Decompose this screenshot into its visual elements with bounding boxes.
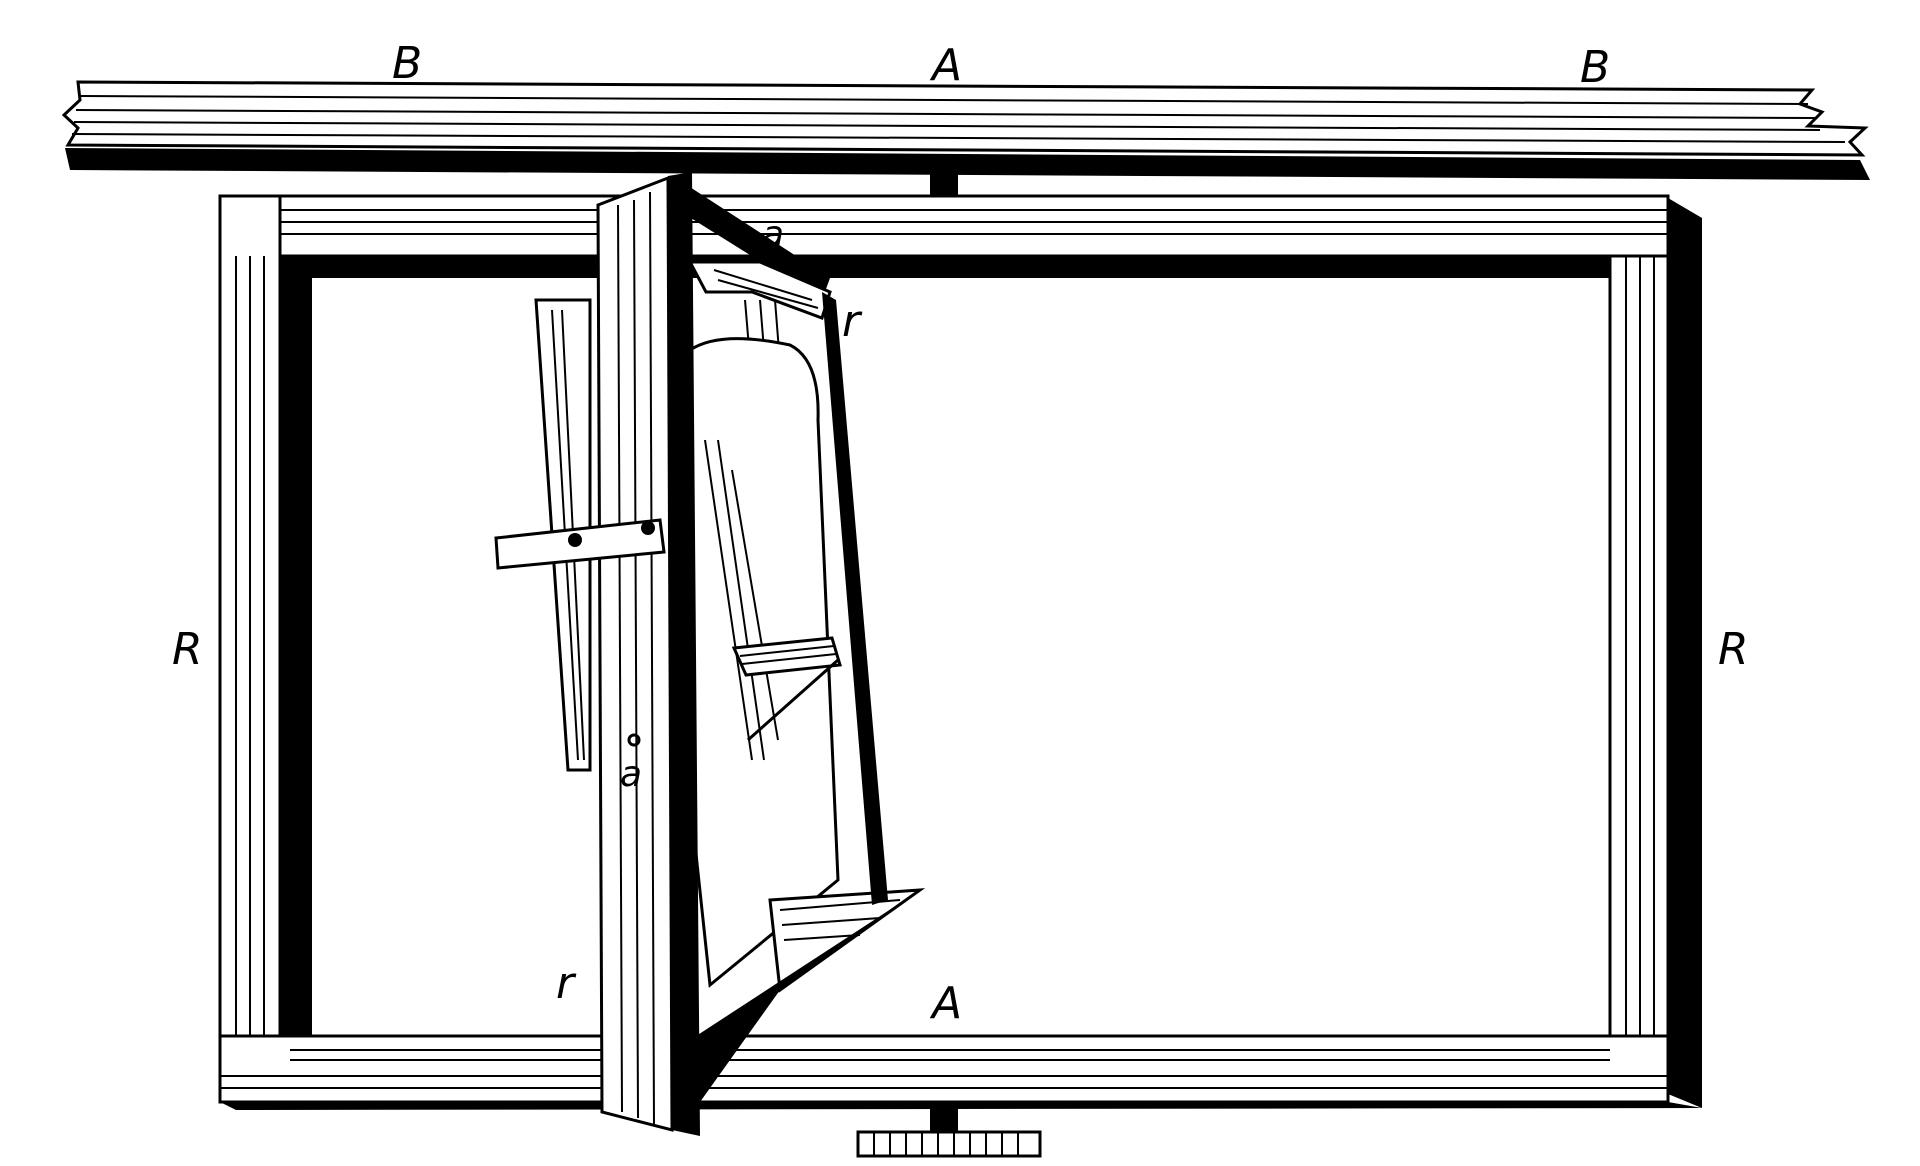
side-panel — [494, 298, 666, 772]
label-small-a-top: a — [762, 214, 784, 255]
label-top-left: B — [392, 38, 422, 89]
label-small-a-mid: a — [620, 754, 642, 795]
top-beam — [61, 80, 1870, 180]
label-left: R — [172, 624, 203, 675]
rotating-sash — [676, 178, 926, 1102]
label-right: R — [1718, 624, 1749, 675]
label-small-r-top: r — [842, 296, 863, 347]
label-top-center: A — [929, 40, 962, 91]
label-small-r-bottom: r — [556, 958, 577, 1009]
outer-frame — [218, 194, 1702, 1110]
front-stile — [596, 172, 700, 1136]
label-top-right: B — [1580, 42, 1610, 93]
bottom-screw — [856, 1108, 1042, 1158]
label-bottom-center: A — [929, 978, 962, 1029]
